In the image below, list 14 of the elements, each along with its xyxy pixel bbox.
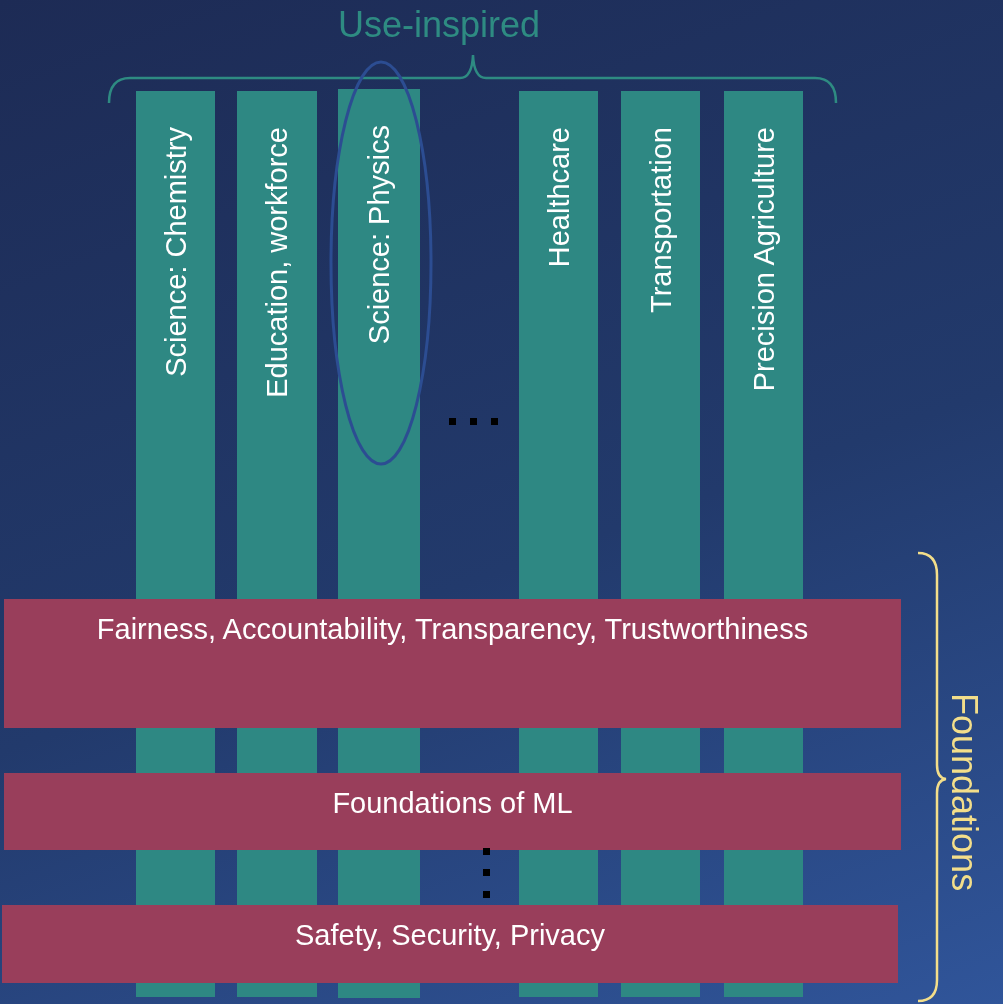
foundation-band — [2, 905, 898, 983]
column-label: Education, workforce — [260, 127, 294, 398]
band-label: Foundations of ML — [331, 787, 574, 820]
column-label: Healthcare — [542, 127, 575, 268]
column-label: Science: Physics — [362, 125, 396, 345]
foundation-band — [4, 599, 901, 728]
foundation-band — [4, 773, 901, 850]
group-heading: Foundations — [943, 693, 985, 892]
column-label: Science: Chemistry — [159, 127, 192, 377]
column-label: Transportation — [644, 127, 677, 313]
band-label: Safety, Security, Privacy — [294, 919, 606, 952]
group-heading: Use-inspired — [338, 4, 541, 46]
column-label: Precision Agriculture — [747, 127, 780, 392]
band-label: Fairness, Accountability, Transparency, Trustworthiness — [95, 613, 810, 646]
